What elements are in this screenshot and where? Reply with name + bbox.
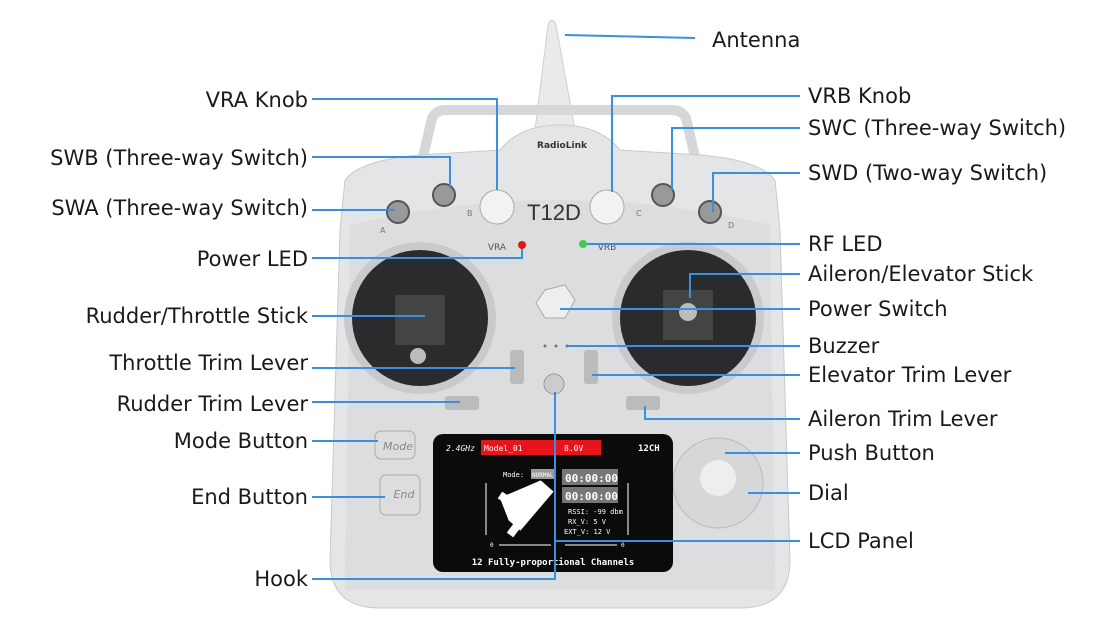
label-mode-button: Mode Button: [173, 429, 308, 453]
model-label: T12D: [527, 200, 581, 225]
label-aileron-trim: Aileron Trim Lever: [808, 407, 998, 431]
label-vra-knob: VRA Knob: [205, 88, 308, 112]
label-dial: Dial: [808, 481, 849, 505]
svg-text:EXT_V: 12 V: EXT_V: 12 V: [564, 528, 611, 536]
svg-text:End: End: [394, 488, 416, 501]
label-swb: SWB (Three-way Switch): [50, 146, 308, 170]
label-throttle-trim: Throttle Trim Lever: [109, 351, 308, 375]
svg-text:VRA: VRA: [488, 243, 507, 253]
svg-text:VRB: VRB: [598, 243, 617, 253]
svg-text:00:00:00: 00:00:00: [565, 472, 618, 485]
rf-led: [579, 240, 587, 248]
svg-text:00:00:00: 00:00:00: [565, 490, 618, 503]
svg-text:NORMAL: NORMAL: [532, 472, 554, 479]
left-stick: [410, 348, 426, 364]
label-push-button: Push Button: [808, 441, 935, 465]
label-lcd-panel: LCD Panel: [808, 529, 914, 553]
label-swd: SWD (Two-way Switch): [808, 161, 1048, 185]
rudder-trim: [445, 396, 479, 410]
hook: [543, 373, 565, 395]
svg-text:Model_01: Model_01: [484, 444, 523, 453]
svg-text:2.4GHz: 2.4GHz: [446, 444, 475, 453]
label-vrb-knob: VRB Knob: [808, 84, 912, 108]
handle: [415, 105, 703, 172]
label-swc: SWC (Three-way Switch): [808, 116, 1067, 140]
right-stick: [679, 303, 697, 321]
label-hook: Hook: [254, 567, 308, 591]
label-swa: SWA (Three-way Switch): [51, 196, 308, 220]
swb-switch: [432, 183, 456, 207]
vra-knob: [479, 189, 515, 225]
brand-logo: RadioLink: [537, 141, 588, 151]
svg-text:Mode:: Mode:: [503, 471, 524, 479]
throttle-trim: [510, 350, 524, 384]
swa-switch: [386, 200, 410, 224]
mode-button[interactable]: [374, 430, 416, 460]
end-button[interactable]: [379, 474, 421, 516]
power-led: [518, 241, 526, 249]
svg-text:12CH: 12CH: [638, 444, 660, 454]
svg-text:0: 0: [490, 542, 494, 549]
svg-text:RSSI: -99 dbm: RSSI: -99 dbm: [568, 508, 623, 516]
lcd-panel: [433, 434, 673, 572]
vrb-knob: [589, 189, 625, 225]
antenna: [534, 19, 576, 131]
airplane-icon: [497, 480, 554, 538]
svg-text:B: B: [467, 209, 473, 218]
svg-text:A: A: [380, 226, 386, 235]
label-rudder-trim: Rudder Trim Lever: [116, 392, 308, 416]
elevator-trim: [584, 350, 598, 384]
svg-text:8.0V: 8.0V: [564, 444, 583, 453]
svg-text:C: C: [636, 209, 642, 218]
svg-text:0: 0: [621, 542, 625, 549]
leader-lines: [312, 34, 800, 580]
label-rf-led: RF LED: [808, 232, 883, 256]
label-buzzer: Buzzer: [808, 334, 880, 358]
aileron-trim: [626, 396, 660, 410]
push-button[interactable]: [700, 460, 736, 496]
svg-text:Mode: Mode: [383, 440, 413, 453]
label-rudder-throttle-stick: Rudder/Throttle Stick: [85, 304, 308, 328]
label-power-led: Power LED: [196, 247, 308, 271]
svg-text:12 Fully-proportional Channels: 12 Fully-proportional Channels: [472, 557, 635, 568]
label-end-button: End Button: [191, 485, 308, 509]
svg-text:D: D: [728, 221, 734, 230]
label-elevator-trim: Elevator Trim Lever: [808, 363, 1012, 387]
svg-text:RX_V: 5 V: RX_V: 5 V: [568, 518, 607, 526]
label-aileron-elevator-stick: Aileron/Elevator Stick: [808, 262, 1034, 286]
swd-switch: [698, 200, 722, 224]
label-power-switch: Power Switch: [808, 297, 948, 321]
swc-switch: [651, 183, 675, 207]
label-antenna: Antenna: [712, 28, 801, 52]
